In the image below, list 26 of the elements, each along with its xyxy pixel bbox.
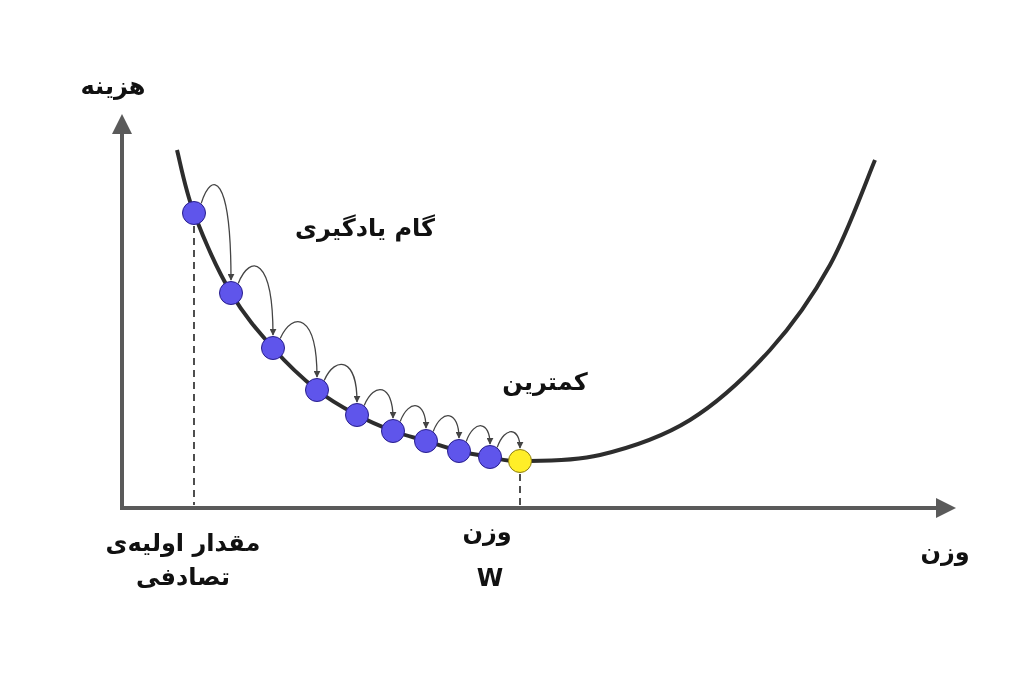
arrow (200, 184, 235, 281)
arrow (432, 415, 463, 439)
weight-symbol: W (476, 563, 504, 594)
arrow (465, 425, 494, 445)
arrow (399, 405, 430, 429)
step-point (414, 429, 438, 453)
start-label: مقدار اولیه‌ی تصادفی (104, 528, 262, 593)
axis-label: هزینه (80, 71, 146, 102)
weight-label: وزن (462, 517, 512, 548)
step-point (305, 378, 329, 402)
step-point (447, 439, 471, 463)
minimum-point (508, 449, 532, 473)
arrow (496, 431, 524, 449)
arrow (279, 321, 321, 378)
step-label: گام یادگیری (295, 213, 435, 244)
arrow (323, 363, 361, 403)
arrow (237, 265, 277, 336)
step-point (345, 403, 369, 427)
axis-label: وزن (920, 537, 970, 568)
arrow (363, 388, 397, 419)
step-point (182, 201, 206, 225)
step-point (478, 445, 502, 469)
step-point (219, 281, 243, 305)
minimum-label: کمترین (502, 367, 588, 398)
step-point (381, 419, 405, 443)
step-point (261, 336, 285, 360)
